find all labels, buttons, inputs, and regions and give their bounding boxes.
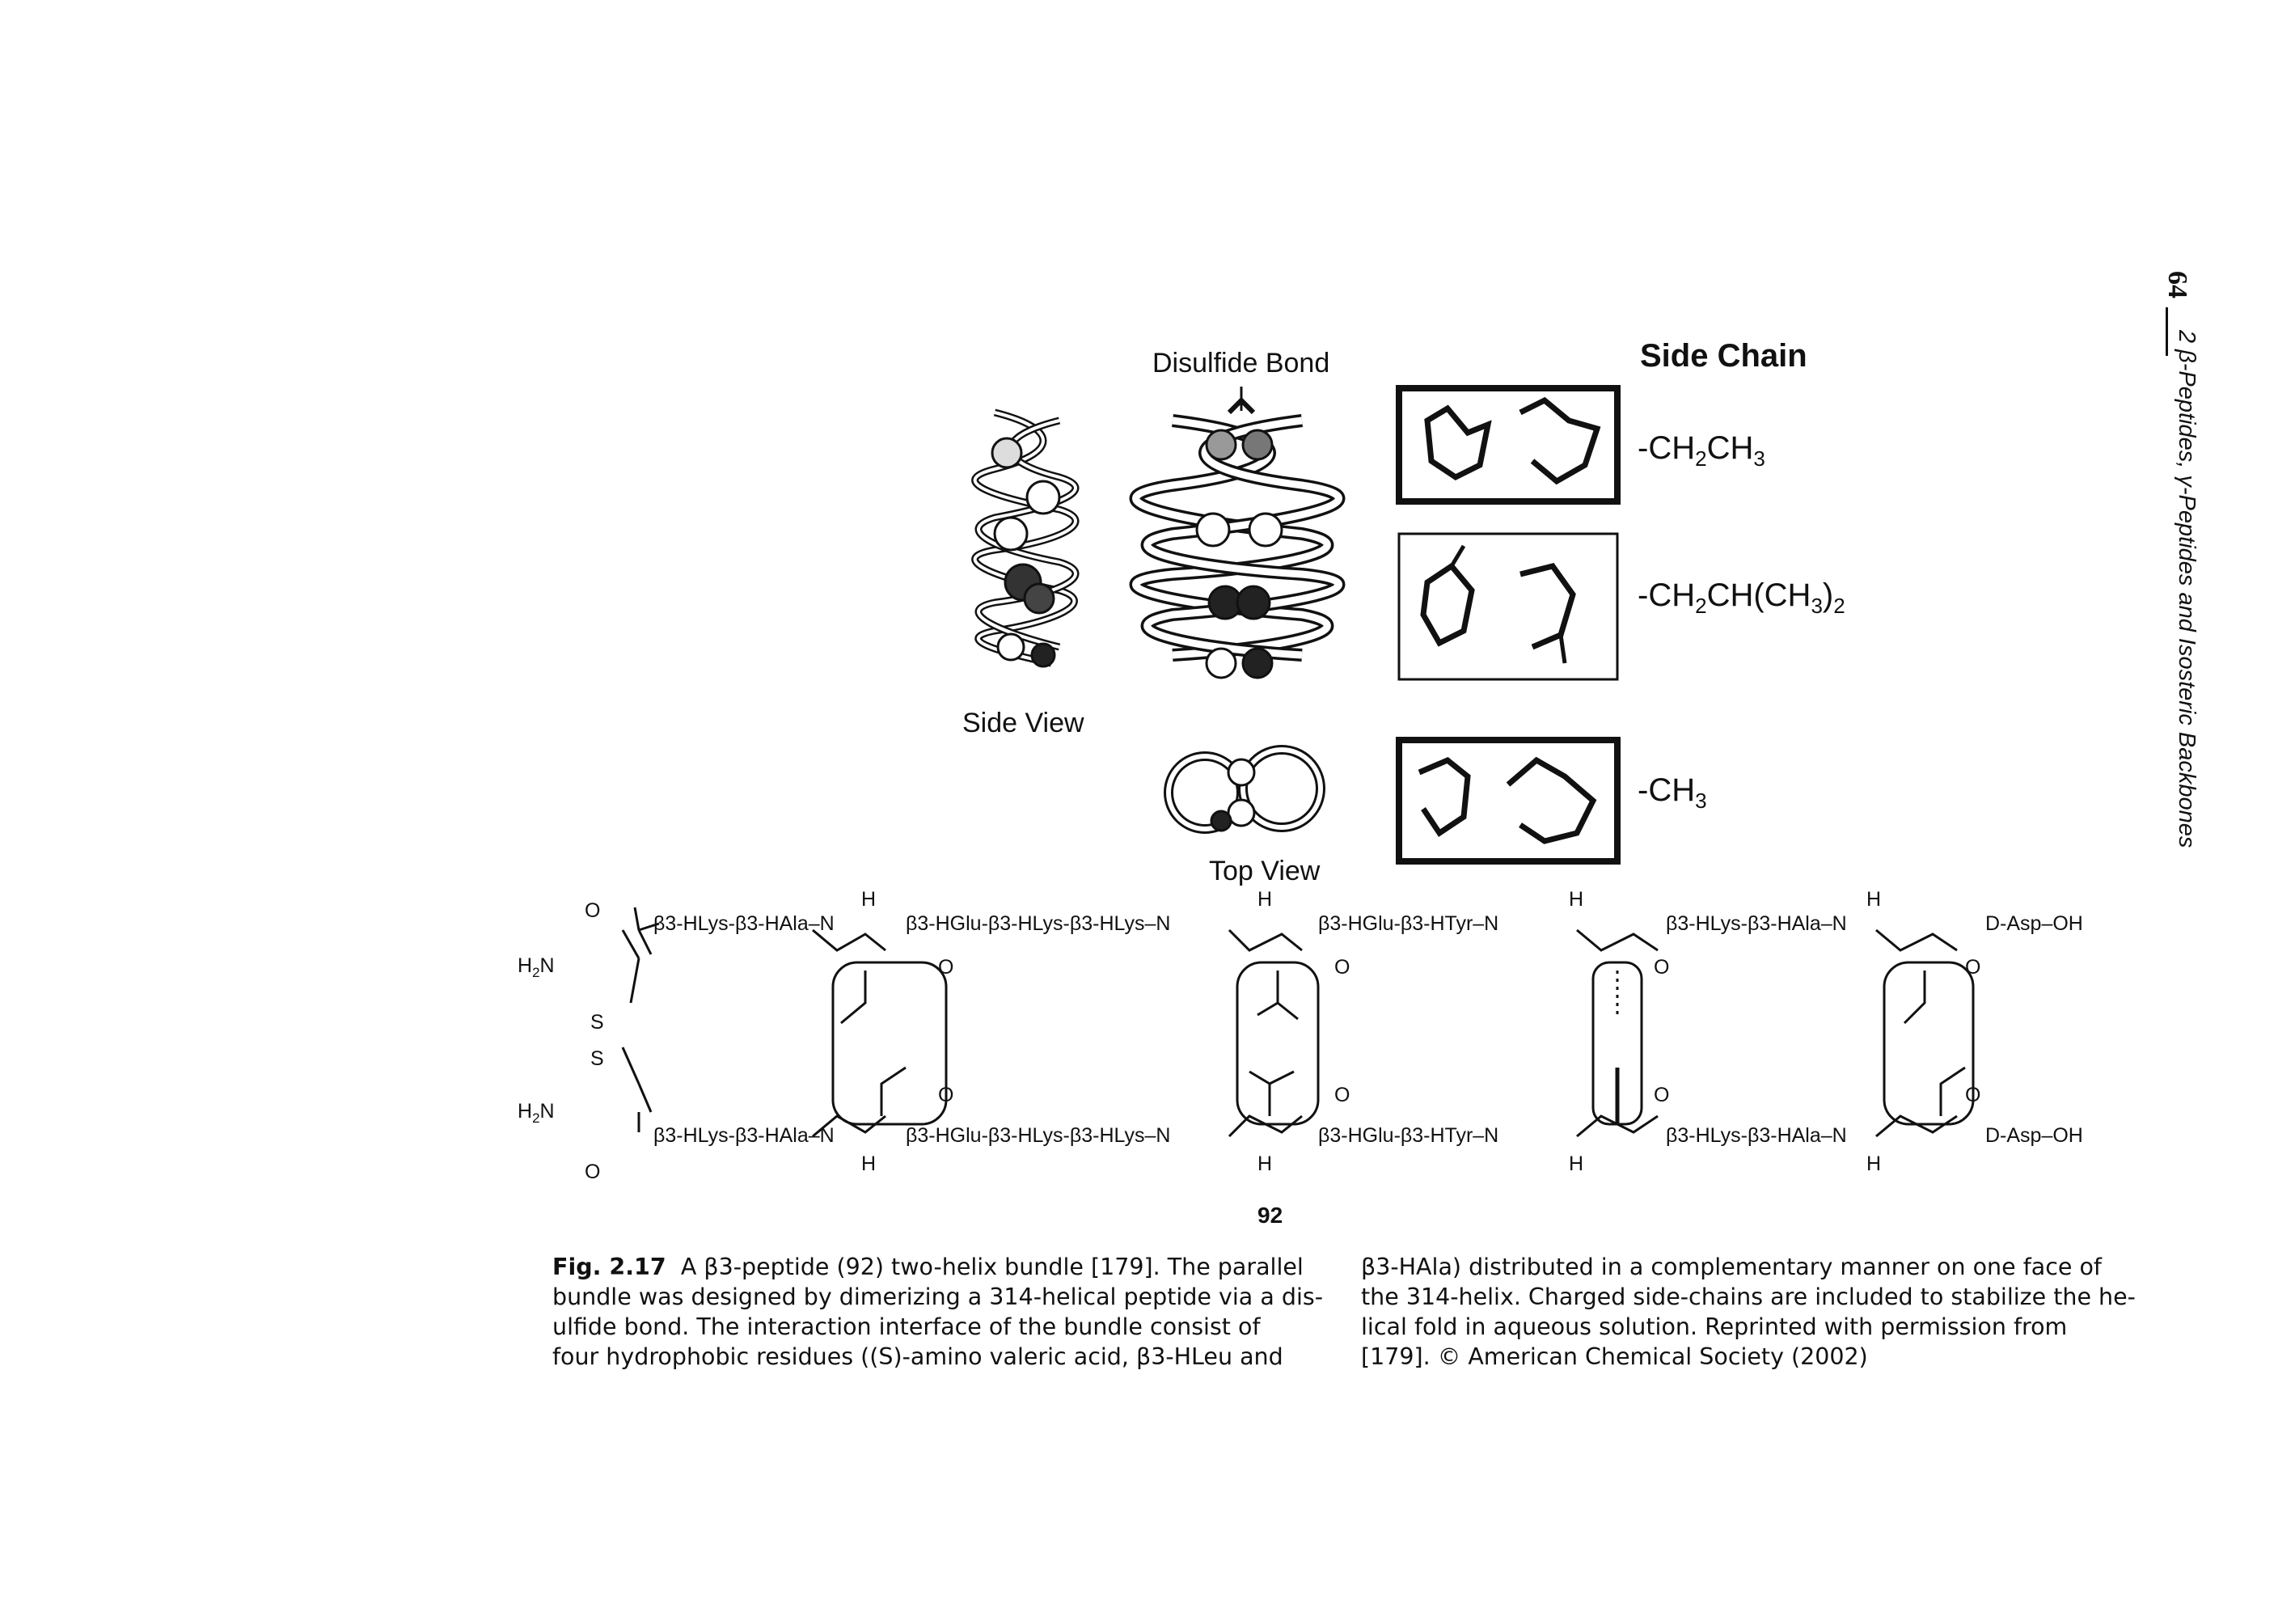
bottom-seg-2: β3-HGlu-β3-HLys-β3-HLys–N [906, 1124, 1171, 1147]
carbonyl-o-7: O [1654, 1084, 1670, 1106]
top-seg-4: β3-HLys-β3-HAla–N [1666, 912, 1847, 935]
h-bottom-4: H [1866, 1152, 1882, 1175]
top-end: D-Asp–OH [1985, 912, 2083, 935]
side-view-helix [971, 408, 1080, 667]
carbonyl-o-3: O [1654, 956, 1670, 979]
carbonyl-o-2: O [1334, 956, 1350, 979]
caption-line-5: β3-HAla) distributed in a complementary … [1361, 1254, 2102, 1280]
helix-bundle-figure: Disulfide Bond Side View Top View Side C… [962, 324, 1917, 890]
o-bottom: O [585, 1161, 601, 1183]
scheme-bonds [621, 907, 1975, 1138]
side-chain-box-1 [1396, 385, 1621, 505]
h2n-top: H2N [518, 954, 555, 980]
side-chain-isobutyl: -CH2CH(CH3)2 [1638, 577, 1845, 618]
bottom-end: D-Asp–OH [1985, 1124, 2083, 1147]
top-view-label: Top View [1209, 856, 1321, 886]
top-view-drawing [1164, 745, 1325, 834]
carbonyl-o-1: O [938, 956, 954, 979]
side-chain-methyl: -CH3 [1638, 772, 1707, 813]
header-rule [2166, 307, 2168, 356]
side-view-label: Side View [962, 708, 1084, 738]
chapter-title-wrap: 2 β-Peptides, γ-Peptides and Isosteric B… [2174, 330, 2224, 880]
s2: S [590, 1047, 604, 1070]
top-seg-3: β3-HGlu-β3-HTyr–N [1318, 912, 1499, 935]
h2n-bottom: H2N [518, 1100, 555, 1126]
compound-number: 92 [1257, 1203, 1283, 1228]
peptide-scheme: O H2N S S H2N O β3-HLys-β3-HAla–N β3-HGl… [518, 882, 2151, 1221]
s1: S [590, 1011, 604, 1034]
caption-line-8: [179]. © American Chemical Society (2002… [1361, 1343, 1868, 1370]
caption-line-2: bundle was designed by dimerizing a 314-… [552, 1284, 1323, 1310]
disulfide-bond-label: Disulfide Bond [1152, 348, 1330, 379]
bottom-seg-4: β3-HLys-β3-HAla–N [1666, 1124, 1847, 1147]
caption-line-1: Fig. 2.17 A β3-peptide (92) two-helix bu… [552, 1254, 1304, 1280]
helix-bundle-illustration [971, 385, 1621, 865]
side-chain-heading: Side Chain [1640, 338, 1807, 374]
chapter-title: 2 β-Peptides, γ-Peptides and Isosteric B… [2174, 330, 2200, 848]
caption-line-4: four hydrophobic residues ((S)-amino val… [552, 1343, 1283, 1370]
h-bottom-3: H [1569, 1152, 1584, 1175]
h-top-1: H [861, 888, 877, 911]
top-seg-2: β3-HGlu-β3-HLys-β3-HLys–N [906, 912, 1171, 935]
h-top-3: H [1569, 888, 1584, 911]
carbonyl-o-8: O [1965, 1084, 1981, 1106]
carbonyl-o-6: O [1334, 1084, 1350, 1106]
side-chain-box-3 [1396, 737, 1621, 865]
carbonyl-o-5: O [938, 1084, 954, 1106]
page-number: 64 [2162, 271, 2192, 298]
h-bottom-2: H [1257, 1152, 1273, 1175]
caption-left-column: Fig. 2.17 A β3-peptide (92) two-helix bu… [552, 1252, 1323, 1372]
caption-line-3: ulfide bond. The interaction interface o… [552, 1313, 1261, 1340]
side-chain-ethyl: -CH2CH3 [1638, 430, 1765, 471]
bottom-seg-3: β3-HGlu-β3-HTyr–N [1318, 1124, 1499, 1147]
bundle-helices [1129, 414, 1346, 662]
caption-line-6: the 314-helix. Charged side-chains are i… [1361, 1284, 2136, 1310]
h-top-4: H [1866, 888, 1882, 911]
o-top: O [585, 899, 601, 922]
h-bottom-1: H [861, 1152, 877, 1175]
figure-label: Fig. 2.17 [552, 1254, 666, 1280]
bottom-seg-1: β3-HLys-β3-HAla–N [653, 1124, 835, 1147]
running-head: 64 2 β-Peptides, γ-Peptides and Isosteri… [2153, 267, 2201, 865]
caption-right-column: β3-HAla) distributed in a complementary … [1361, 1252, 2136, 1372]
top-seg-1: β3-HLys-β3-HAla–N [653, 912, 835, 935]
carbonyl-o-4: O [1965, 956, 1981, 979]
caption-line-7: lical fold in aqueous solution. Reprinte… [1361, 1313, 2068, 1340]
side-chain-box-2 [1397, 532, 1619, 681]
h-top-2: H [1257, 888, 1273, 911]
